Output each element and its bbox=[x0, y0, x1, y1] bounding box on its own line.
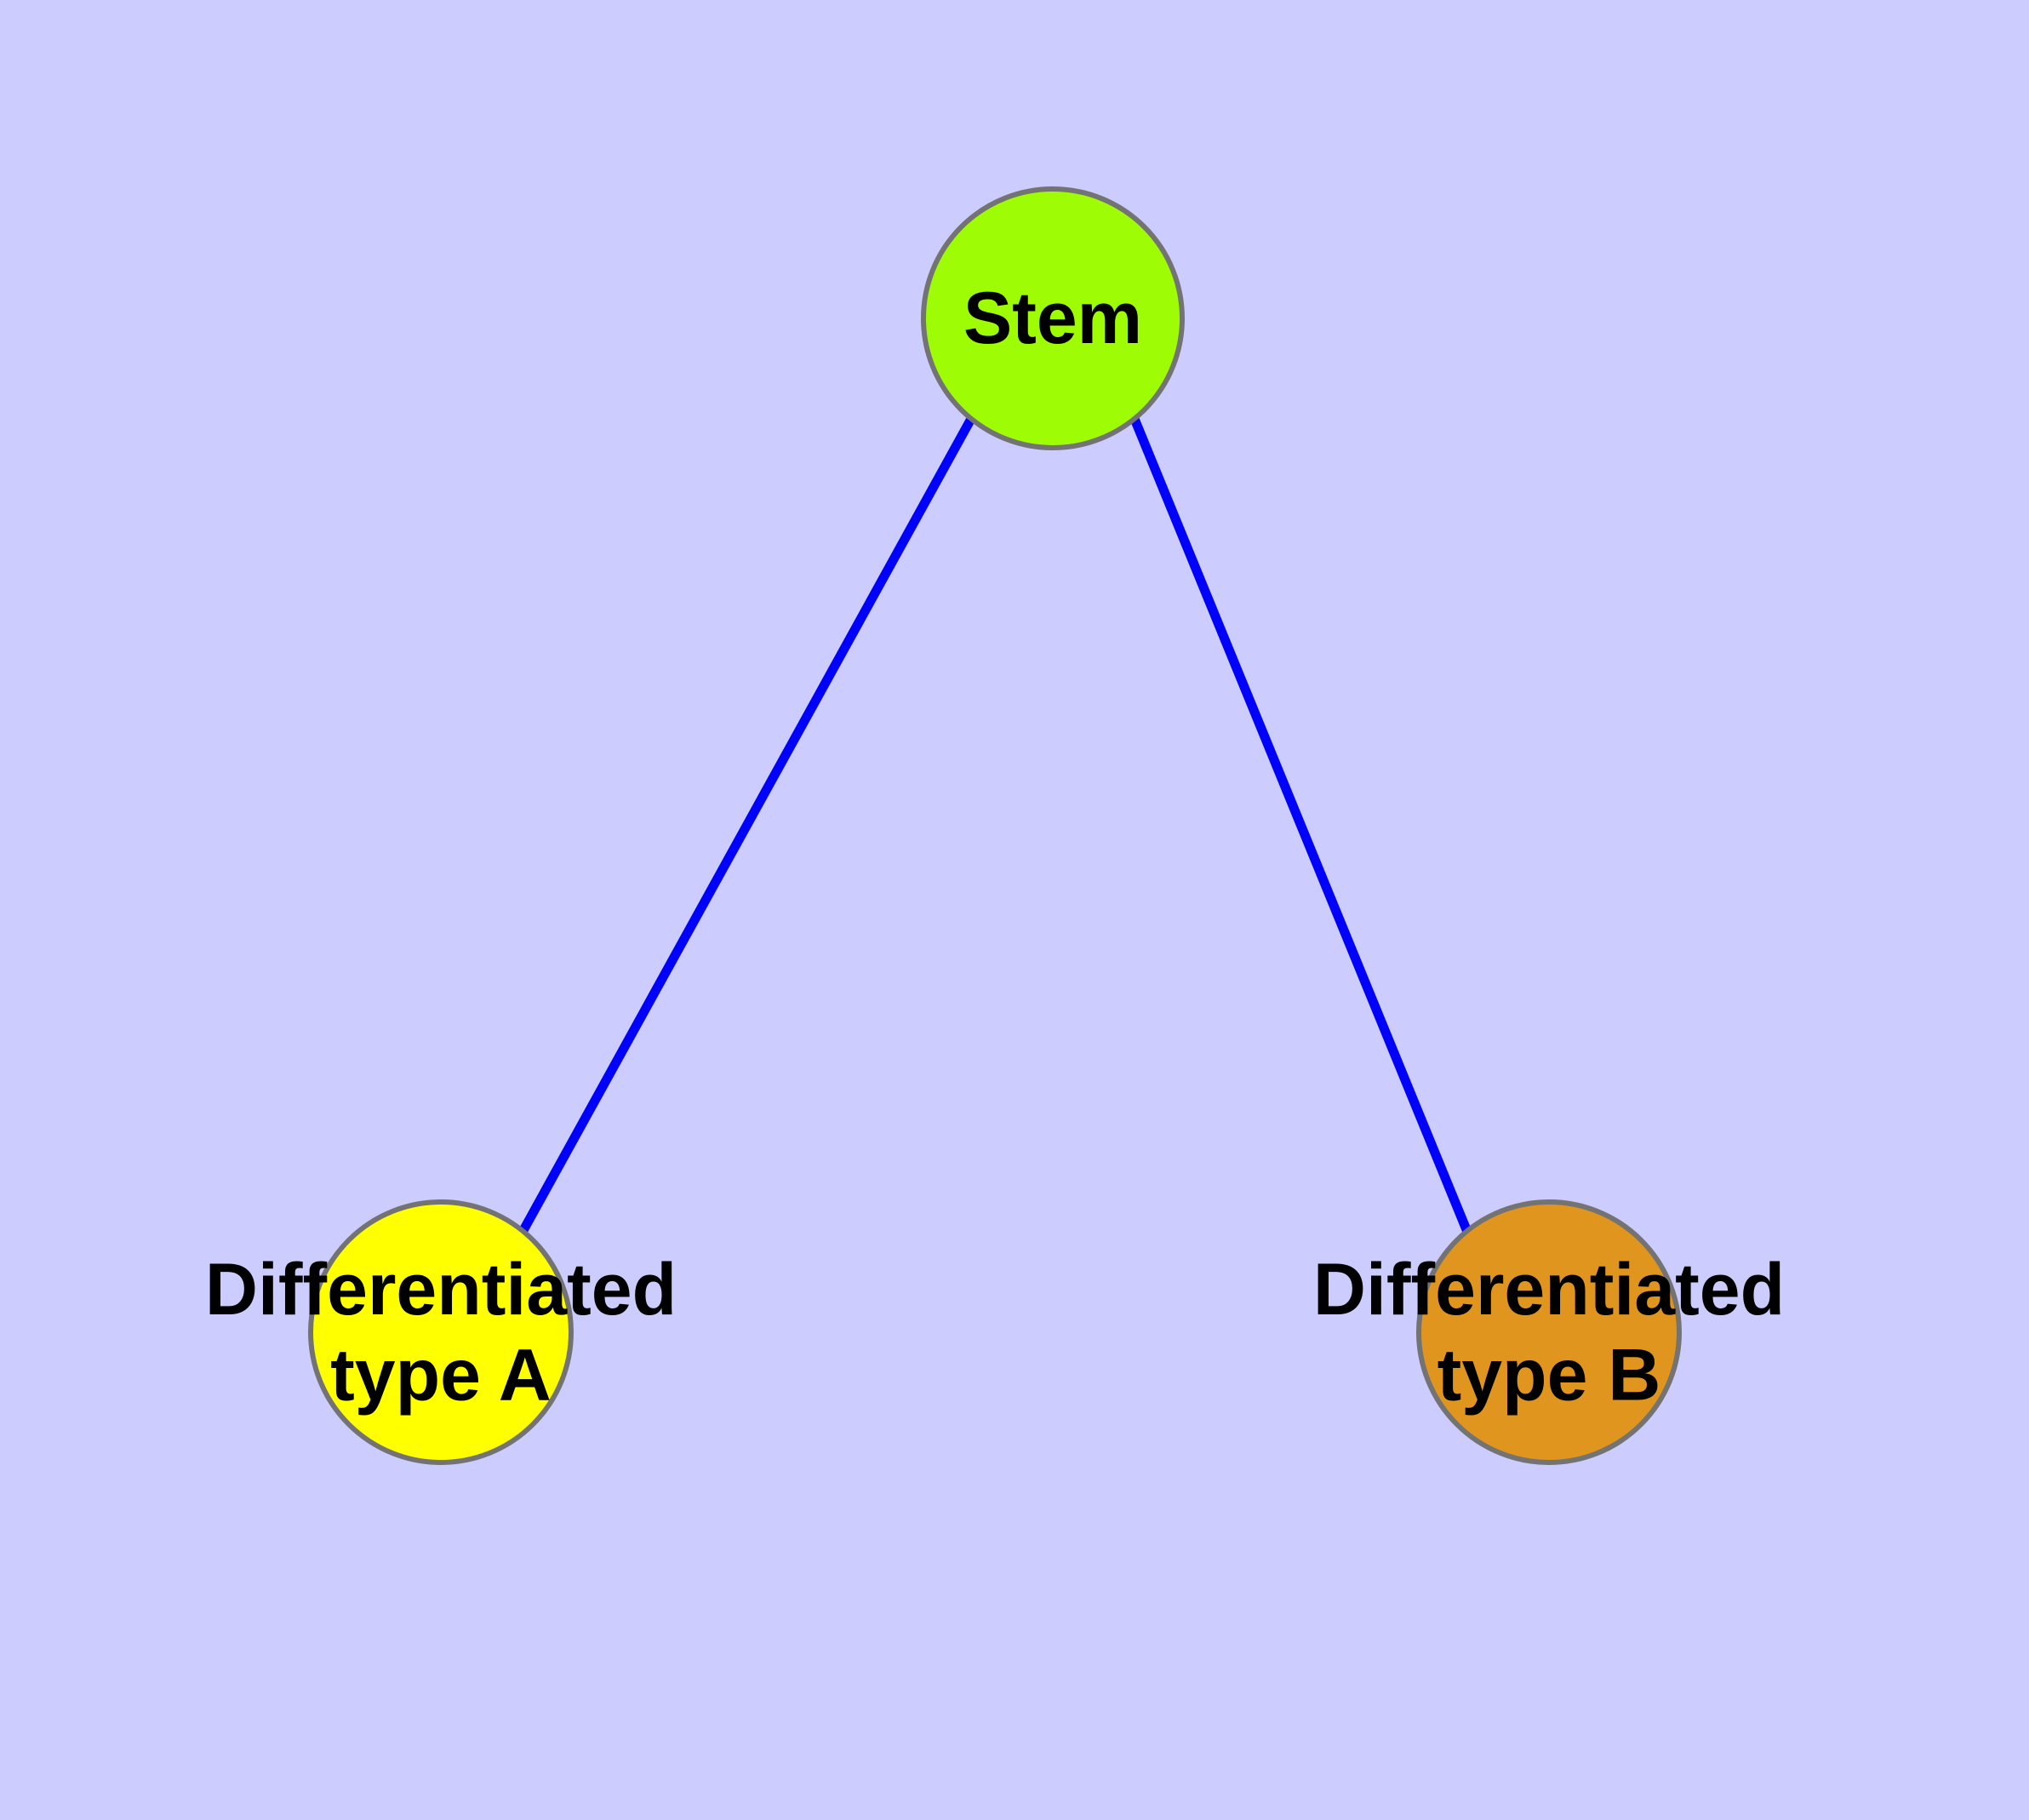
graph-edge-stem-diff_a bbox=[518, 416, 975, 1234]
nodes-layer bbox=[308, 186, 1682, 1465]
graph-node-stem[interactable] bbox=[921, 186, 1185, 450]
edges-layer bbox=[518, 416, 1472, 1234]
graph-node-diff_a[interactable] bbox=[308, 1199, 574, 1465]
graph-edge-stem-diff_b bbox=[1129, 416, 1472, 1234]
graph-node-diff_b[interactable] bbox=[1416, 1199, 1682, 1465]
